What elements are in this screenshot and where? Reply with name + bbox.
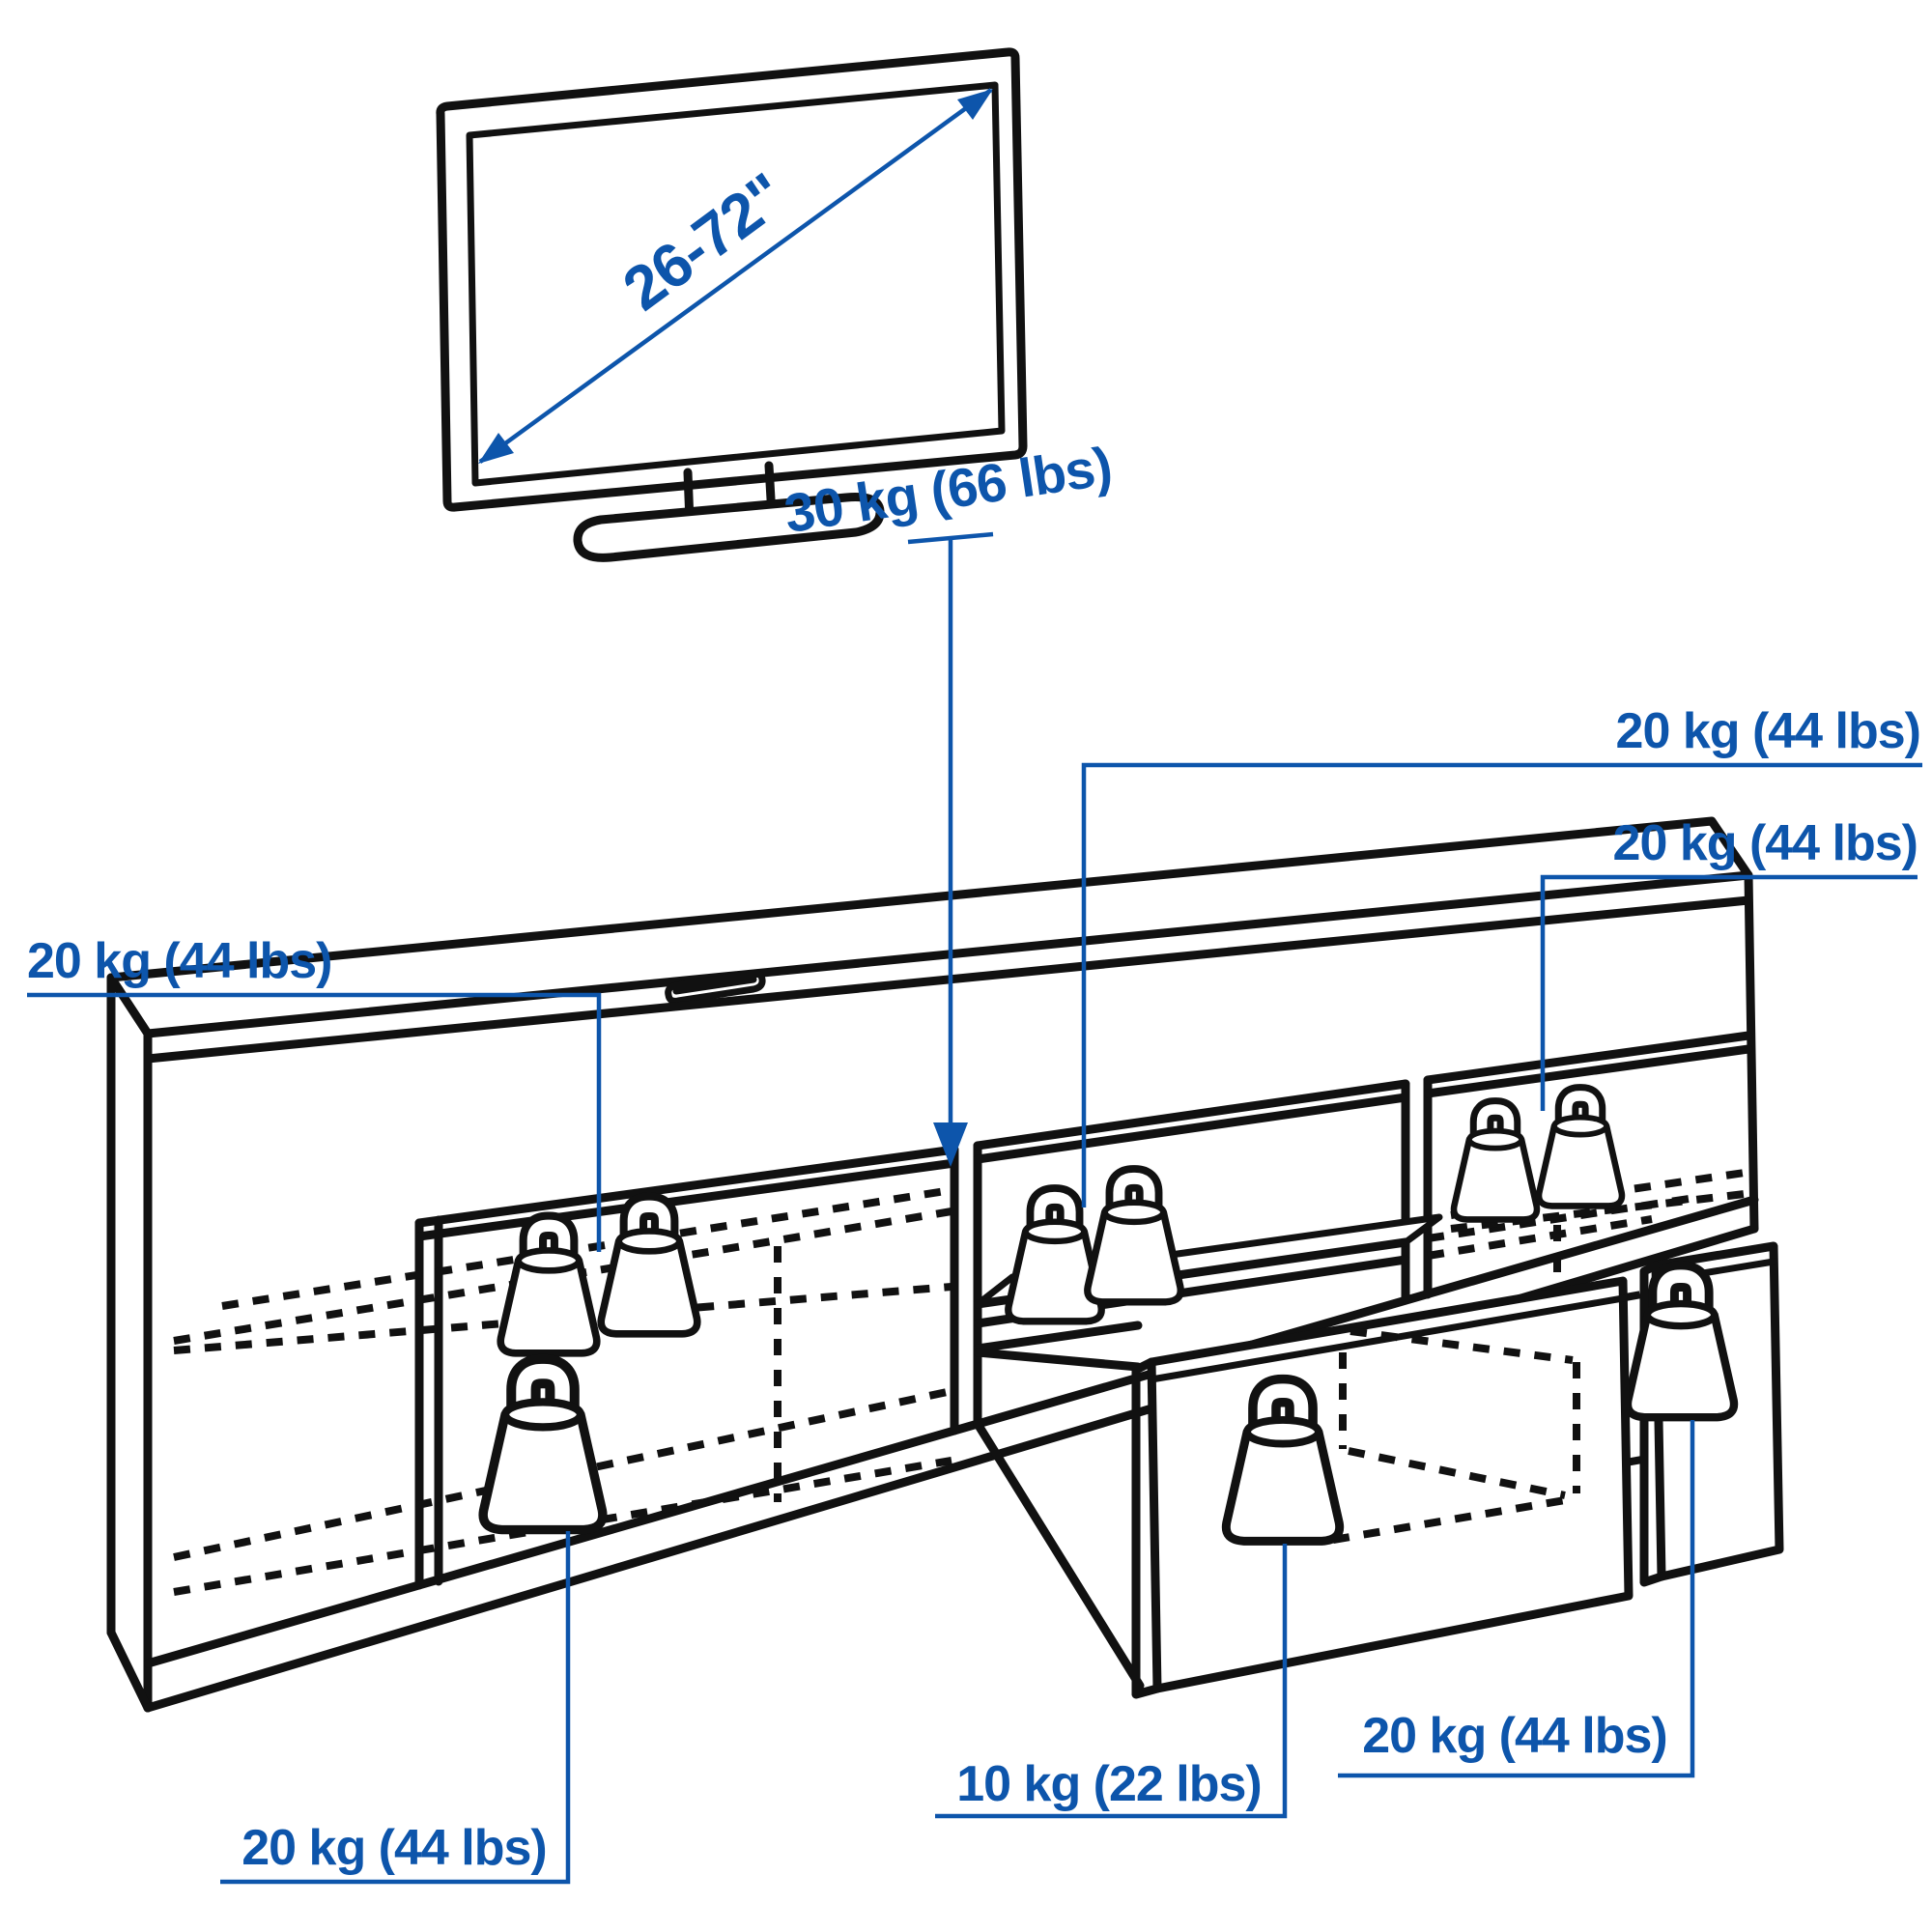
weight-icon bbox=[1009, 1198, 1101, 1321]
left-shelf-back-dashed bbox=[173, 1208, 952, 1345]
right-drawer bbox=[1437, 1241, 1784, 1587]
middle-drawer-side-bottom bbox=[973, 1419, 1145, 1690]
left-compartment bbox=[173, 1186, 952, 1596]
weight-icon bbox=[1454, 1109, 1537, 1219]
left-bottom-load-label: 20 kg (44 lbs) bbox=[242, 1820, 546, 1876]
weight-icon bbox=[601, 1207, 697, 1334]
right-opening-ceiling bbox=[1423, 1031, 1753, 1098]
right-drawer-leader-line bbox=[1338, 1420, 1695, 1778]
left-shelf-load-label: 20 kg (44 lbs) bbox=[27, 933, 331, 989]
right-drawer-load-label: 20 kg (44 lbs) bbox=[1362, 1708, 1666, 1764]
weight-icon bbox=[1088, 1179, 1180, 1302]
middle-opening-ceiling bbox=[973, 1079, 1410, 1164]
left-opening-post bbox=[414, 1215, 443, 1590]
middle-drawer-inner-top-dashed bbox=[1350, 1327, 1574, 1364]
weight-icon bbox=[483, 1372, 603, 1530]
middle-drawer-floor-dashed bbox=[1332, 1495, 1572, 1544]
middle-shelf-ext-front-dashed bbox=[1427, 1215, 1653, 1260]
tv-stand-base bbox=[573, 493, 885, 562]
middle-cavity-top-edge bbox=[973, 1321, 1143, 1353]
left-bottom-leader-line bbox=[220, 1531, 571, 1885]
middle-shelf-leader-line bbox=[1081, 762, 1922, 1208]
middle-drawer-load-label: 10 kg (22 lbs) bbox=[956, 1756, 1261, 1812]
middle-drawer-inner-bottom-dashed bbox=[1348, 1447, 1566, 1499]
middle-drawer-leader-line bbox=[935, 1544, 1288, 1819]
weight-icon bbox=[1539, 1095, 1622, 1206]
weight-icon bbox=[500, 1226, 597, 1353]
tv-diagonal-arrow-line bbox=[478, 88, 993, 464]
tv-screen bbox=[466, 81, 1006, 487]
bench-left-bottom-corner bbox=[106, 1628, 153, 1713]
diagonal-arrowhead-top-icon bbox=[957, 89, 993, 120]
bench-top-band bbox=[143, 895, 1753, 1064]
middle-drawer-front-panel bbox=[1147, 1276, 1634, 1693]
down-arrowhead-icon bbox=[933, 1122, 968, 1167]
annotation-arrowheads bbox=[478, 89, 993, 1167]
left-opening-ceiling bbox=[414, 1145, 959, 1241]
middle-drawer bbox=[973, 1276, 1634, 1699]
annotation-lines bbox=[27, 88, 1922, 1885]
middle-drawer-side-top bbox=[973, 1348, 1143, 1372]
middle-shelf-load-label: 20 kg (44 lbs) bbox=[1616, 703, 1920, 759]
right-shelf-leader-line bbox=[1540, 874, 1918, 1111]
middle-drawer-front-thickness bbox=[1131, 1357, 1162, 1699]
left-floor-back-dashed bbox=[173, 1387, 952, 1561]
divider-middle-right bbox=[1401, 1075, 1433, 1304]
line-art bbox=[106, 47, 1784, 1713]
left-floor-front-dashed bbox=[173, 1457, 952, 1596]
diagonal-arrowhead-bottom-icon bbox=[478, 433, 514, 464]
left-shelf-front-dashed bbox=[173, 1283, 952, 1354]
right-shelf-load-label: 20 kg (44 lbs) bbox=[1613, 815, 1918, 871]
bench-cable-slot bbox=[665, 970, 766, 1005]
left-shelf-leader-line bbox=[27, 992, 602, 1252]
divider-left-middle bbox=[950, 1141, 982, 1435]
